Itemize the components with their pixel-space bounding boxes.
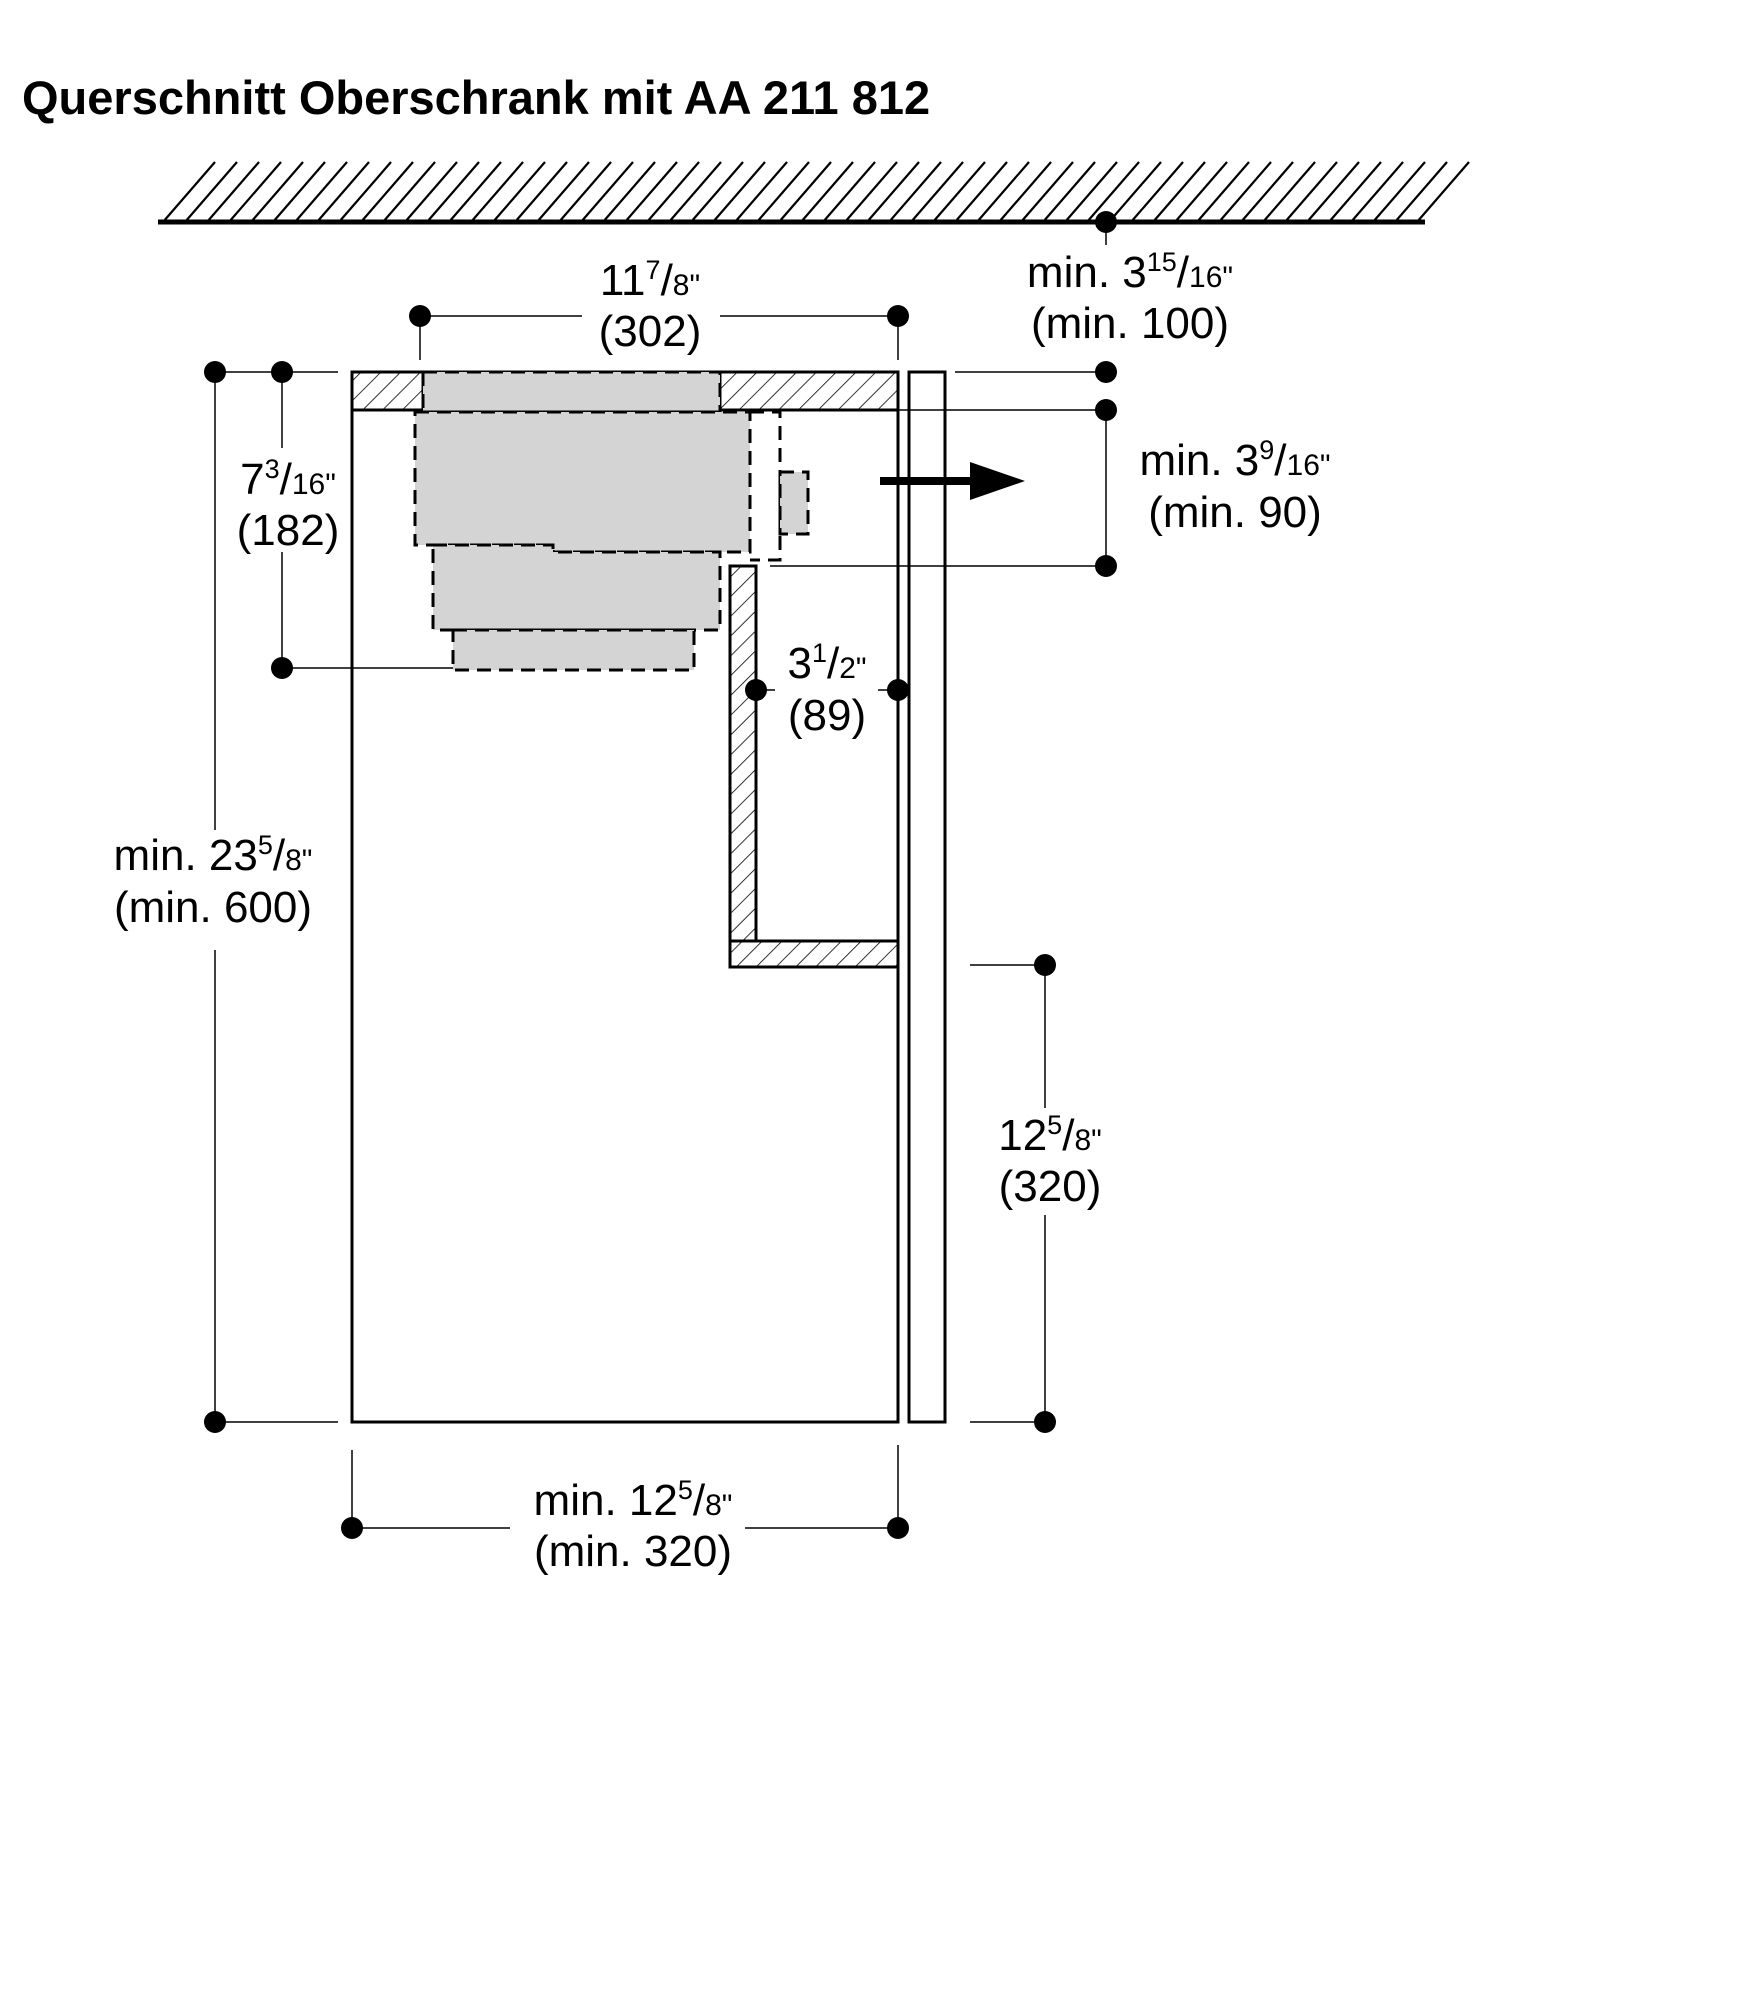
svg-text:(182): (182)	[237, 506, 340, 555]
svg-text:min. 235/8": min. 235/8"	[114, 830, 313, 880]
svg-text:(302): (302)	[599, 307, 702, 356]
svg-text:min. 39/16": min. 39/16"	[1139, 435, 1330, 485]
dim-cabinet-height: min. 235/8" (min. 600)	[114, 830, 313, 932]
dim-door-lower: 125/8" (320)	[998, 1110, 1102, 1211]
airflow-arrow	[880, 462, 1025, 500]
svg-text:117/8": 117/8"	[600, 255, 700, 305]
svg-text:min. 125/8": min. 125/8"	[534, 1475, 733, 1525]
dimension-lines	[214, 228, 1107, 1529]
extractor-unit	[413, 370, 810, 672]
svg-text:(min. 600): (min. 600)	[114, 883, 312, 932]
cabinet-door	[907, 370, 947, 1424]
cabinet-shelf	[728, 939, 900, 969]
svg-text:31/2": 31/2"	[787, 638, 866, 688]
dim-shelf-depth: 31/2" (89)	[787, 638, 866, 740]
svg-text:(89): (89)	[788, 691, 866, 740]
svg-text:(min. 100): (min. 100)	[1031, 299, 1229, 348]
dim-cabinet-depth: min. 125/8" (min. 320)	[534, 1475, 733, 1576]
svg-text:(320): (320)	[999, 1162, 1102, 1211]
diagram-title: Querschnitt Oberschrank mit AA 211 812	[22, 71, 931, 124]
svg-text:(min. 90): (min. 90)	[1148, 488, 1322, 537]
dimension-endpoints	[204, 211, 1117, 1539]
dim-unit-height: 73/16" (182)	[237, 454, 340, 555]
svg-text:(min. 320): (min. 320)	[534, 1527, 732, 1576]
svg-text:125/8": 125/8"	[998, 1110, 1102, 1160]
svg-text:min. 315/16": min. 315/16"	[1027, 247, 1233, 297]
dim-outlet-gap: min. 39/16" (min. 90)	[1139, 435, 1330, 537]
svg-text:73/16": 73/16"	[240, 454, 336, 504]
dim-ceiling-gap: min. 315/16" (min. 100)	[1027, 247, 1233, 348]
ceiling	[158, 161, 1470, 225]
dim-top-width: 117/8" (302)	[599, 255, 702, 356]
shelf-divider	[728, 564, 758, 943]
